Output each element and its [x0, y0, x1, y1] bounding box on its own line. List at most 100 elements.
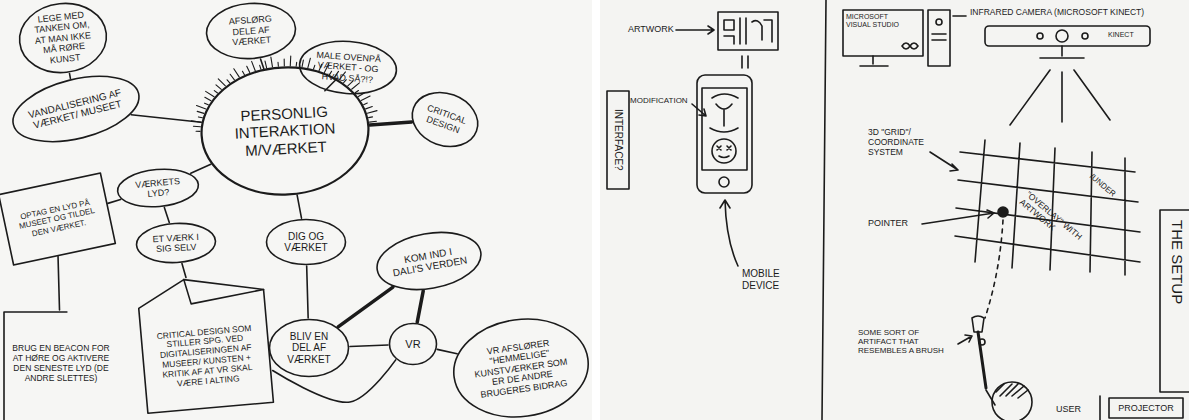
part-label: MOBILE DEVICE — [742, 268, 794, 291]
leader-arrow — [692, 104, 706, 116]
spike-tick — [198, 117, 202, 118]
outline-shape — [267, 220, 346, 265]
spike-tick — [197, 111, 204, 114]
bubble-outline — [390, 324, 437, 365]
box-outline — [607, 91, 629, 189]
spike-tick — [252, 61, 256, 71]
node-text: KOM IND I DALI'S VERDEN — [388, 243, 471, 280]
outline-shape — [205, 0, 298, 61]
outline-shape — [0, 173, 115, 265]
idea-bubble: BLIV EN DEL AF VÆRKET — [268, 318, 350, 378]
spike-tick — [334, 71, 339, 77]
setup-bracket — [1160, 210, 1189, 392]
connector-line — [307, 266, 308, 318]
divider-line — [822, 0, 826, 420]
outline-shape — [270, 320, 349, 377]
outline-shape — [116, 166, 200, 210]
spike-tick — [355, 91, 358, 93]
device-text: KINECT — [1108, 31, 1148, 39]
spike-tick — [247, 66, 250, 73]
connector-line — [191, 164, 211, 173]
separator-line — [1099, 396, 1101, 420]
spike-tick — [348, 81, 354, 86]
spike-tick — [230, 74, 234, 80]
node-text: VR AFSLØRER "HEMMELIGE" KUNSTVÆRKER SOM … — [467, 335, 575, 400]
spike-tick — [206, 91, 214, 97]
node-text: AFSLØRG DELE AF VÆRKET — [218, 13, 284, 48]
paper-fold — [184, 273, 264, 305]
connector-line — [350, 345, 388, 346]
connector-line — [108, 199, 121, 203]
spike-tick — [313, 65, 315, 69]
monitor-stand — [860, 56, 888, 66]
power-button — [936, 19, 942, 25]
spike-tick — [277, 62, 278, 66]
node-text: CRITICAL DESIGN SOM STILLER SPG. VED DIG… — [147, 323, 266, 391]
node-text: VR — [405, 338, 420, 351]
spike-tick — [265, 61, 267, 68]
connector-line — [437, 349, 457, 353]
phone-screen — [702, 88, 747, 170]
leader-arrow — [922, 210, 994, 224]
pointer-dot — [998, 207, 1008, 217]
connector-line — [273, 360, 396, 402]
part-label: SOME SORT OF ARTIFACT THAT RESEMBLES A B… — [858, 328, 958, 356]
brush-grip — [979, 339, 985, 345]
spike-tick — [193, 126, 200, 127]
spike-tick — [214, 90, 217, 93]
leader-line — [953, 15, 966, 17]
outline-shape — [390, 324, 437, 365]
node-text: MALE OVENPÅ VÆRKET - OG HVAD SÅ?!? — [311, 50, 385, 86]
computer-tower — [928, 10, 950, 66]
spike-tick — [351, 83, 359, 89]
paper-outline — [137, 273, 274, 413]
spike-tick — [329, 71, 331, 74]
spike-tick — [196, 131, 200, 133]
spike-tick — [358, 93, 364, 97]
camera-stand — [1040, 46, 1084, 58]
pointer-trace — [985, 220, 1003, 318]
spike-tick — [191, 120, 201, 123]
screen-drawing — [712, 139, 736, 163]
part-label: MODIFICATION — [630, 96, 694, 105]
kinect-camera — [985, 26, 1150, 46]
node-text: PROJECTOR — [1118, 403, 1173, 413]
leader-arrow — [958, 335, 972, 344]
bubble-outline — [267, 220, 346, 265]
spike-tick — [197, 105, 206, 109]
home-button — [719, 177, 729, 187]
camera-lens — [1056, 30, 1068, 42]
node-text: VÆRKETS LYD? — [127, 175, 189, 201]
node-text: OPTAG EN LYD PÅ MUSEET OG TILDEL DEN VÆR… — [8, 196, 106, 243]
spike-tick — [344, 80, 347, 83]
connector-line — [58, 257, 59, 310]
node-text: INTERFACE? — [612, 109, 624, 171]
spike-tick — [324, 64, 329, 73]
outline-shape — [447, 311, 594, 420]
camera-lens — [1082, 33, 1088, 39]
monitor — [843, 10, 923, 56]
part-label: POINTER — [868, 218, 924, 228]
camera-lens — [1037, 33, 1043, 39]
part-label: INFRARED CAMERA (MICROSOFT KINECT) — [970, 8, 1185, 18]
node-text: ET VÆRK I SIG SELV — [146, 231, 205, 255]
spike-tick — [271, 57, 273, 67]
leader-arrow — [930, 152, 958, 171]
bubble-outline — [116, 166, 200, 210]
outline-shape — [6, 65, 145, 153]
projector-box: PROJECTOR — [1108, 397, 1184, 419]
outline-shape — [1109, 398, 1183, 418]
sheet-title: THE SETUP — [1166, 220, 1186, 385]
outline-shape — [137, 273, 274, 413]
bubble-outline — [136, 221, 217, 264]
spike-tick — [227, 80, 230, 83]
paper-sheet — [600, 0, 1189, 420]
leader-arrow — [720, 200, 738, 266]
spike-tick — [290, 56, 292, 66]
box-outline — [0, 173, 115, 265]
phone-body — [697, 75, 752, 193]
screen-text: MICROSOFT VISUAL STUDIO — [846, 13, 904, 29]
spike-tick — [307, 58, 311, 68]
idea-bubble: VÆRKETS LYD? — [114, 164, 201, 211]
spike-tick — [242, 71, 244, 75]
